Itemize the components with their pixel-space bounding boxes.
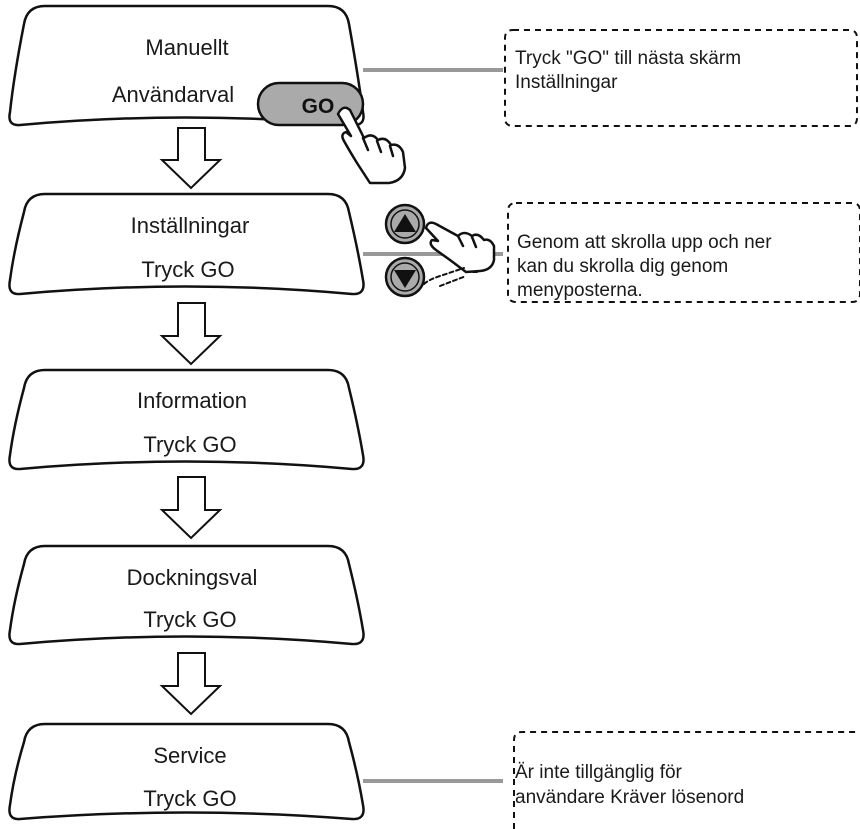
screen-manuellt-subtitle: Användarval xyxy=(112,82,234,107)
scroll-note: Genom att skrolla upp och ner kan du skr… xyxy=(507,202,860,303)
down-arrow-icon xyxy=(159,302,223,366)
screen-information-title: Information xyxy=(137,388,247,413)
screen-dockningsval-title: Dockningsval xyxy=(127,565,258,590)
scroll-note-line2: kan du skrolla dig genom xyxy=(517,256,728,277)
screen-dockningsval-subtitle: Tryck GO xyxy=(143,607,236,632)
go-note: Tryck "GO" till nästa skärm Inställninga… xyxy=(504,29,858,127)
scroll-note-line3: menyposterna. xyxy=(517,280,643,301)
go-note-line1: Tryck "GO" till nästa skärm xyxy=(515,48,741,69)
scroll-up-icon[interactable] xyxy=(384,203,426,245)
go-note-line2: Inställningar xyxy=(515,72,618,93)
hand-pointer-icon xyxy=(423,221,496,287)
screen-manuellt-title: Manuellt xyxy=(145,35,228,60)
screen-service-title: Service xyxy=(153,743,226,768)
service-note-line2: användare Kräver lösenord xyxy=(515,787,744,808)
screen-dockningsval: Dockningsval Tryck GO xyxy=(8,544,365,646)
screen-installningar: Inställningar Tryck GO xyxy=(8,192,365,296)
down-arrow-icon xyxy=(159,127,223,190)
go-button-label[interactable]: GO xyxy=(302,95,335,118)
screen-dockningsval-frame xyxy=(8,544,365,646)
service-note: Är inte tillgänglig för användare Kräver… xyxy=(513,731,860,829)
screen-information-frame xyxy=(8,368,365,471)
down-arrow-icon xyxy=(159,476,223,540)
scroll-down-icon[interactable] xyxy=(384,256,426,298)
screen-installningar-frame xyxy=(8,192,365,296)
screen-service-frame xyxy=(8,722,365,821)
go-button[interactable]: GO xyxy=(256,81,365,127)
screen-information: Information Tryck GO xyxy=(8,368,365,471)
scroll-note-line1: Genom att skrolla upp och ner xyxy=(517,232,772,253)
down-arrow-icon xyxy=(159,652,223,716)
screen-installningar-subtitle: Tryck GO xyxy=(141,257,234,282)
screen-information-subtitle: Tryck GO xyxy=(143,432,236,457)
service-note-line1: Är inte tillgänglig för xyxy=(515,762,683,783)
screen-installningar-title: Inställningar xyxy=(131,213,250,238)
screen-service: Service Tryck GO xyxy=(8,722,365,821)
hand-pointer-icon xyxy=(336,106,407,185)
screen-service-subtitle: Tryck GO xyxy=(143,786,236,811)
